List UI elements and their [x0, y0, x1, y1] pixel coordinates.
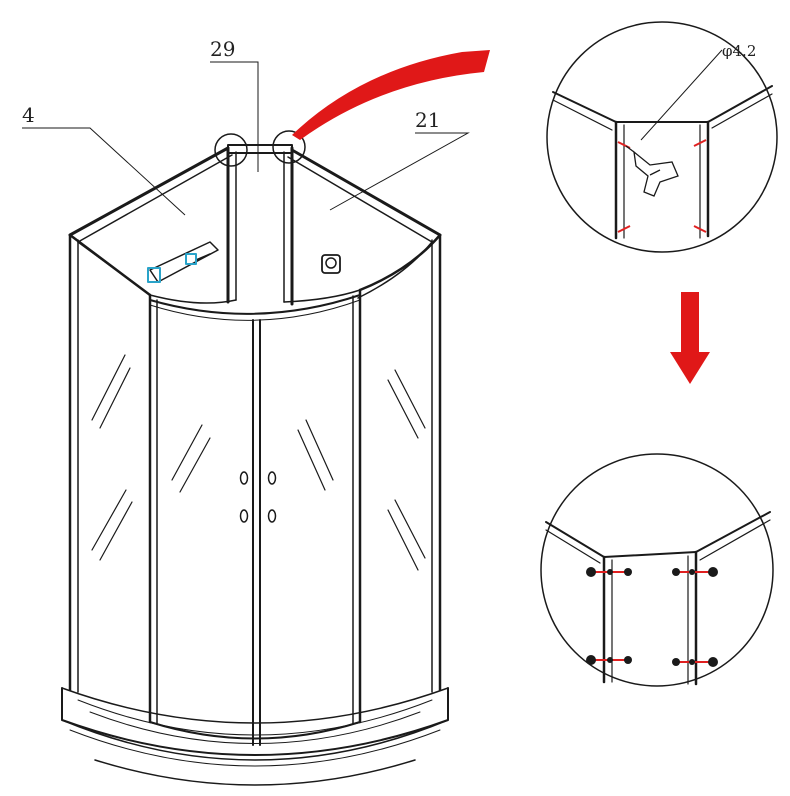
shower-enclosure	[61, 130, 449, 786]
screw-top-right	[672, 567, 718, 577]
detail-screws-installed	[540, 453, 774, 687]
screw-top-left	[586, 567, 632, 577]
sliding-doors	[149, 294, 361, 746]
shower-tray	[61, 687, 449, 786]
screw-bottom-left	[586, 655, 632, 665]
part-leaders	[22, 61, 470, 216]
electric-drill-icon	[625, 145, 679, 197]
top-frame-right	[287, 148, 442, 299]
shower-knob	[321, 254, 341, 274]
label-part-29: 29	[210, 37, 235, 61]
top-curved-rail	[149, 289, 361, 304]
red-down-arrow-icon	[670, 292, 710, 384]
left-side-panel	[68, 233, 158, 725]
red-curved-arrow-icon	[292, 50, 490, 140]
label-part-21: 21	[415, 108, 440, 132]
label-drill-diameter: φ4.2	[722, 42, 756, 60]
right-side-panel	[352, 233, 442, 725]
corner-highlight-left	[214, 133, 248, 167]
towel-bracket	[147, 241, 219, 283]
screw-bottom-right	[672, 657, 718, 667]
back-column	[226, 144, 294, 306]
top-frame-left	[68, 146, 233, 297]
label-part-4: 4	[22, 103, 35, 127]
corner-highlight-right	[272, 130, 306, 164]
detail-drilling: φ4.2	[546, 21, 778, 253]
